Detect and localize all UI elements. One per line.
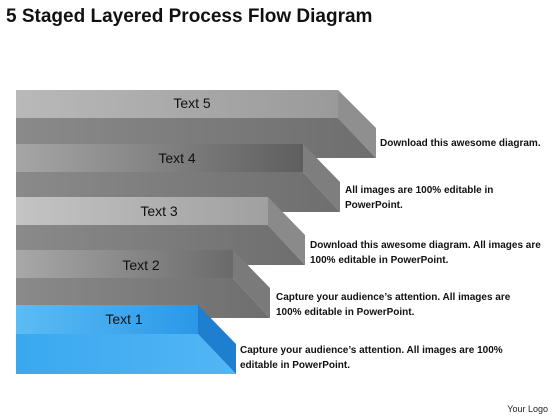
step-2-side <box>233 250 270 318</box>
step-1-label: Text 1 <box>105 311 143 327</box>
step-4-description: All images are 100% editable in PowerPoi… <box>345 185 494 211</box>
step-2-face <box>16 250 233 278</box>
logo: Your Logo <box>507 404 548 414</box>
step-1: Text 1 <box>16 305 236 374</box>
step-1-underside <box>16 334 236 374</box>
step-3-label: Text 3 <box>140 203 178 219</box>
step-5-label: Text 5 <box>173 95 211 111</box>
step-5-description: Download this awesome diagram. <box>380 138 541 149</box>
step-3-side <box>268 197 305 265</box>
page-title: 5 Staged Layered Process Flow Diagram <box>6 6 373 27</box>
step-4-side <box>303 144 340 212</box>
step-1-side <box>198 305 236 374</box>
step-4-face <box>16 144 303 172</box>
step-5-side <box>338 90 376 158</box>
step-4-label: Text 4 <box>158 150 196 166</box>
step-5-face <box>16 90 338 118</box>
step-1-face <box>16 305 198 334</box>
step-1-description: Capture your audience’s attention. All i… <box>240 345 503 371</box>
step-3-description: Download this awesome diagram. All image… <box>310 240 541 266</box>
step-2-description: Capture your audience’s attention. All i… <box>276 292 511 318</box>
step-3-face <box>16 197 268 225</box>
step-2-label: Text 2 <box>122 257 160 273</box>
